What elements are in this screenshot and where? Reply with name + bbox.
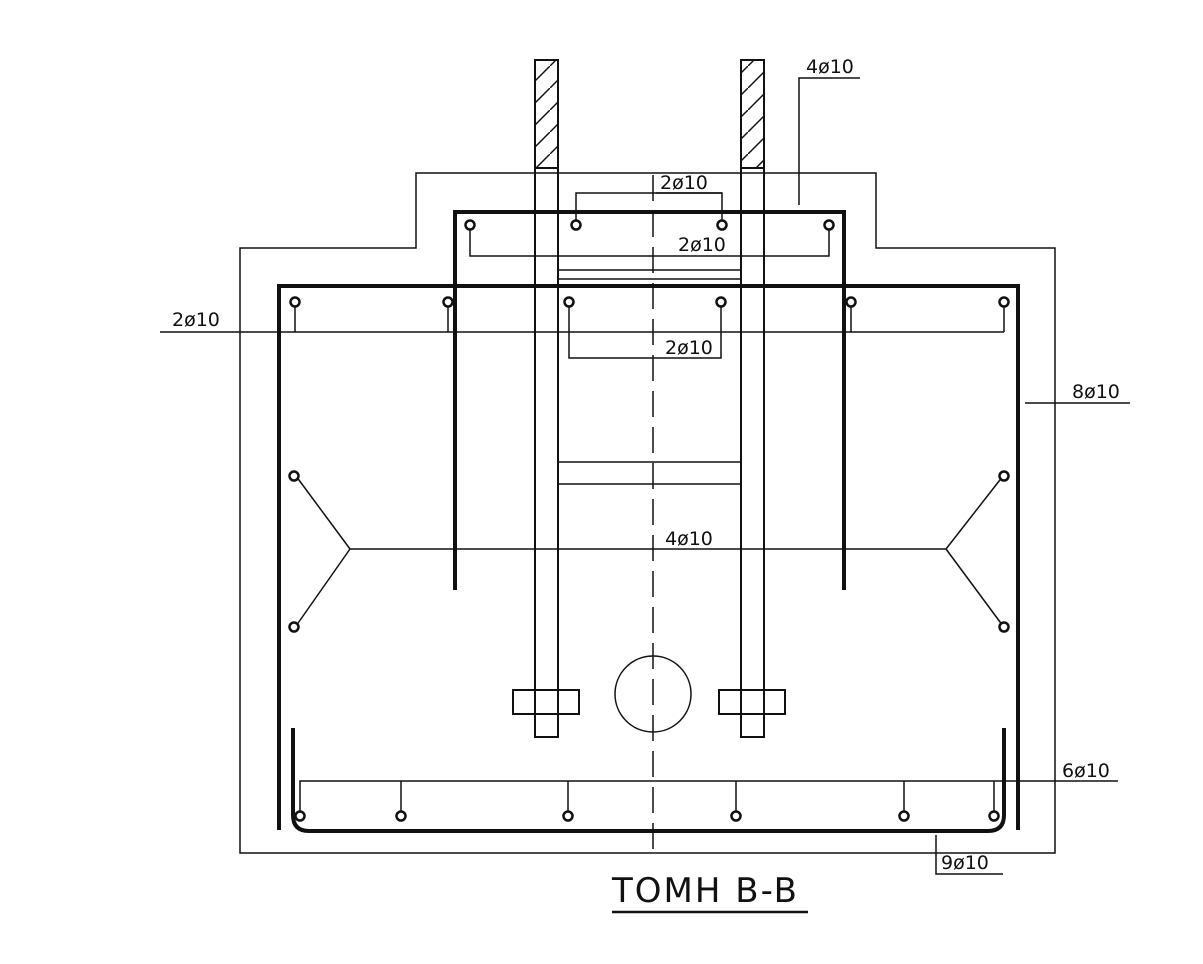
rebar-dots [288,219,1010,822]
label-top-right: 4ø10 [806,56,854,78]
main-stirrup [277,284,1020,830]
bracket-top-inner-1 [575,192,723,225]
web-leg [295,475,351,550]
label-top-inner-2: 2ø10 [678,234,726,256]
left-post-hatch [534,59,559,169]
web-leg [945,548,1004,627]
top-stirrup [453,210,846,590]
left-post [534,168,559,738]
bracket-center-mid [568,300,722,359]
left-base-plate [512,689,580,715]
label-bottom-right: 6ø10 [1062,760,1110,782]
bottom-right-leader [299,780,1118,815]
section-title: TOMH B-B [611,871,799,911]
label-bottom-stirrup: 9ø10 [941,852,989,874]
web-leg [295,548,351,627]
bottom-stirrup [291,728,1006,833]
bracket-top-inner-2 [469,225,830,257]
label-center-web: 4ø10 [665,528,713,550]
concrete-outline [239,172,1056,854]
label-top-inner-1: 2ø10 [660,172,708,194]
right-post [740,168,765,738]
label-left-mid: 2ø10 [172,309,220,331]
top-right-leader [798,77,860,205]
right-base-plate [718,689,786,715]
bottom-stirrup-leader [935,835,1003,875]
web-leg [945,475,1004,550]
right-post-hatch [740,59,765,169]
label-right-side: 8ø10 [1072,381,1120,403]
label-center-mid: 2ø10 [665,337,713,359]
